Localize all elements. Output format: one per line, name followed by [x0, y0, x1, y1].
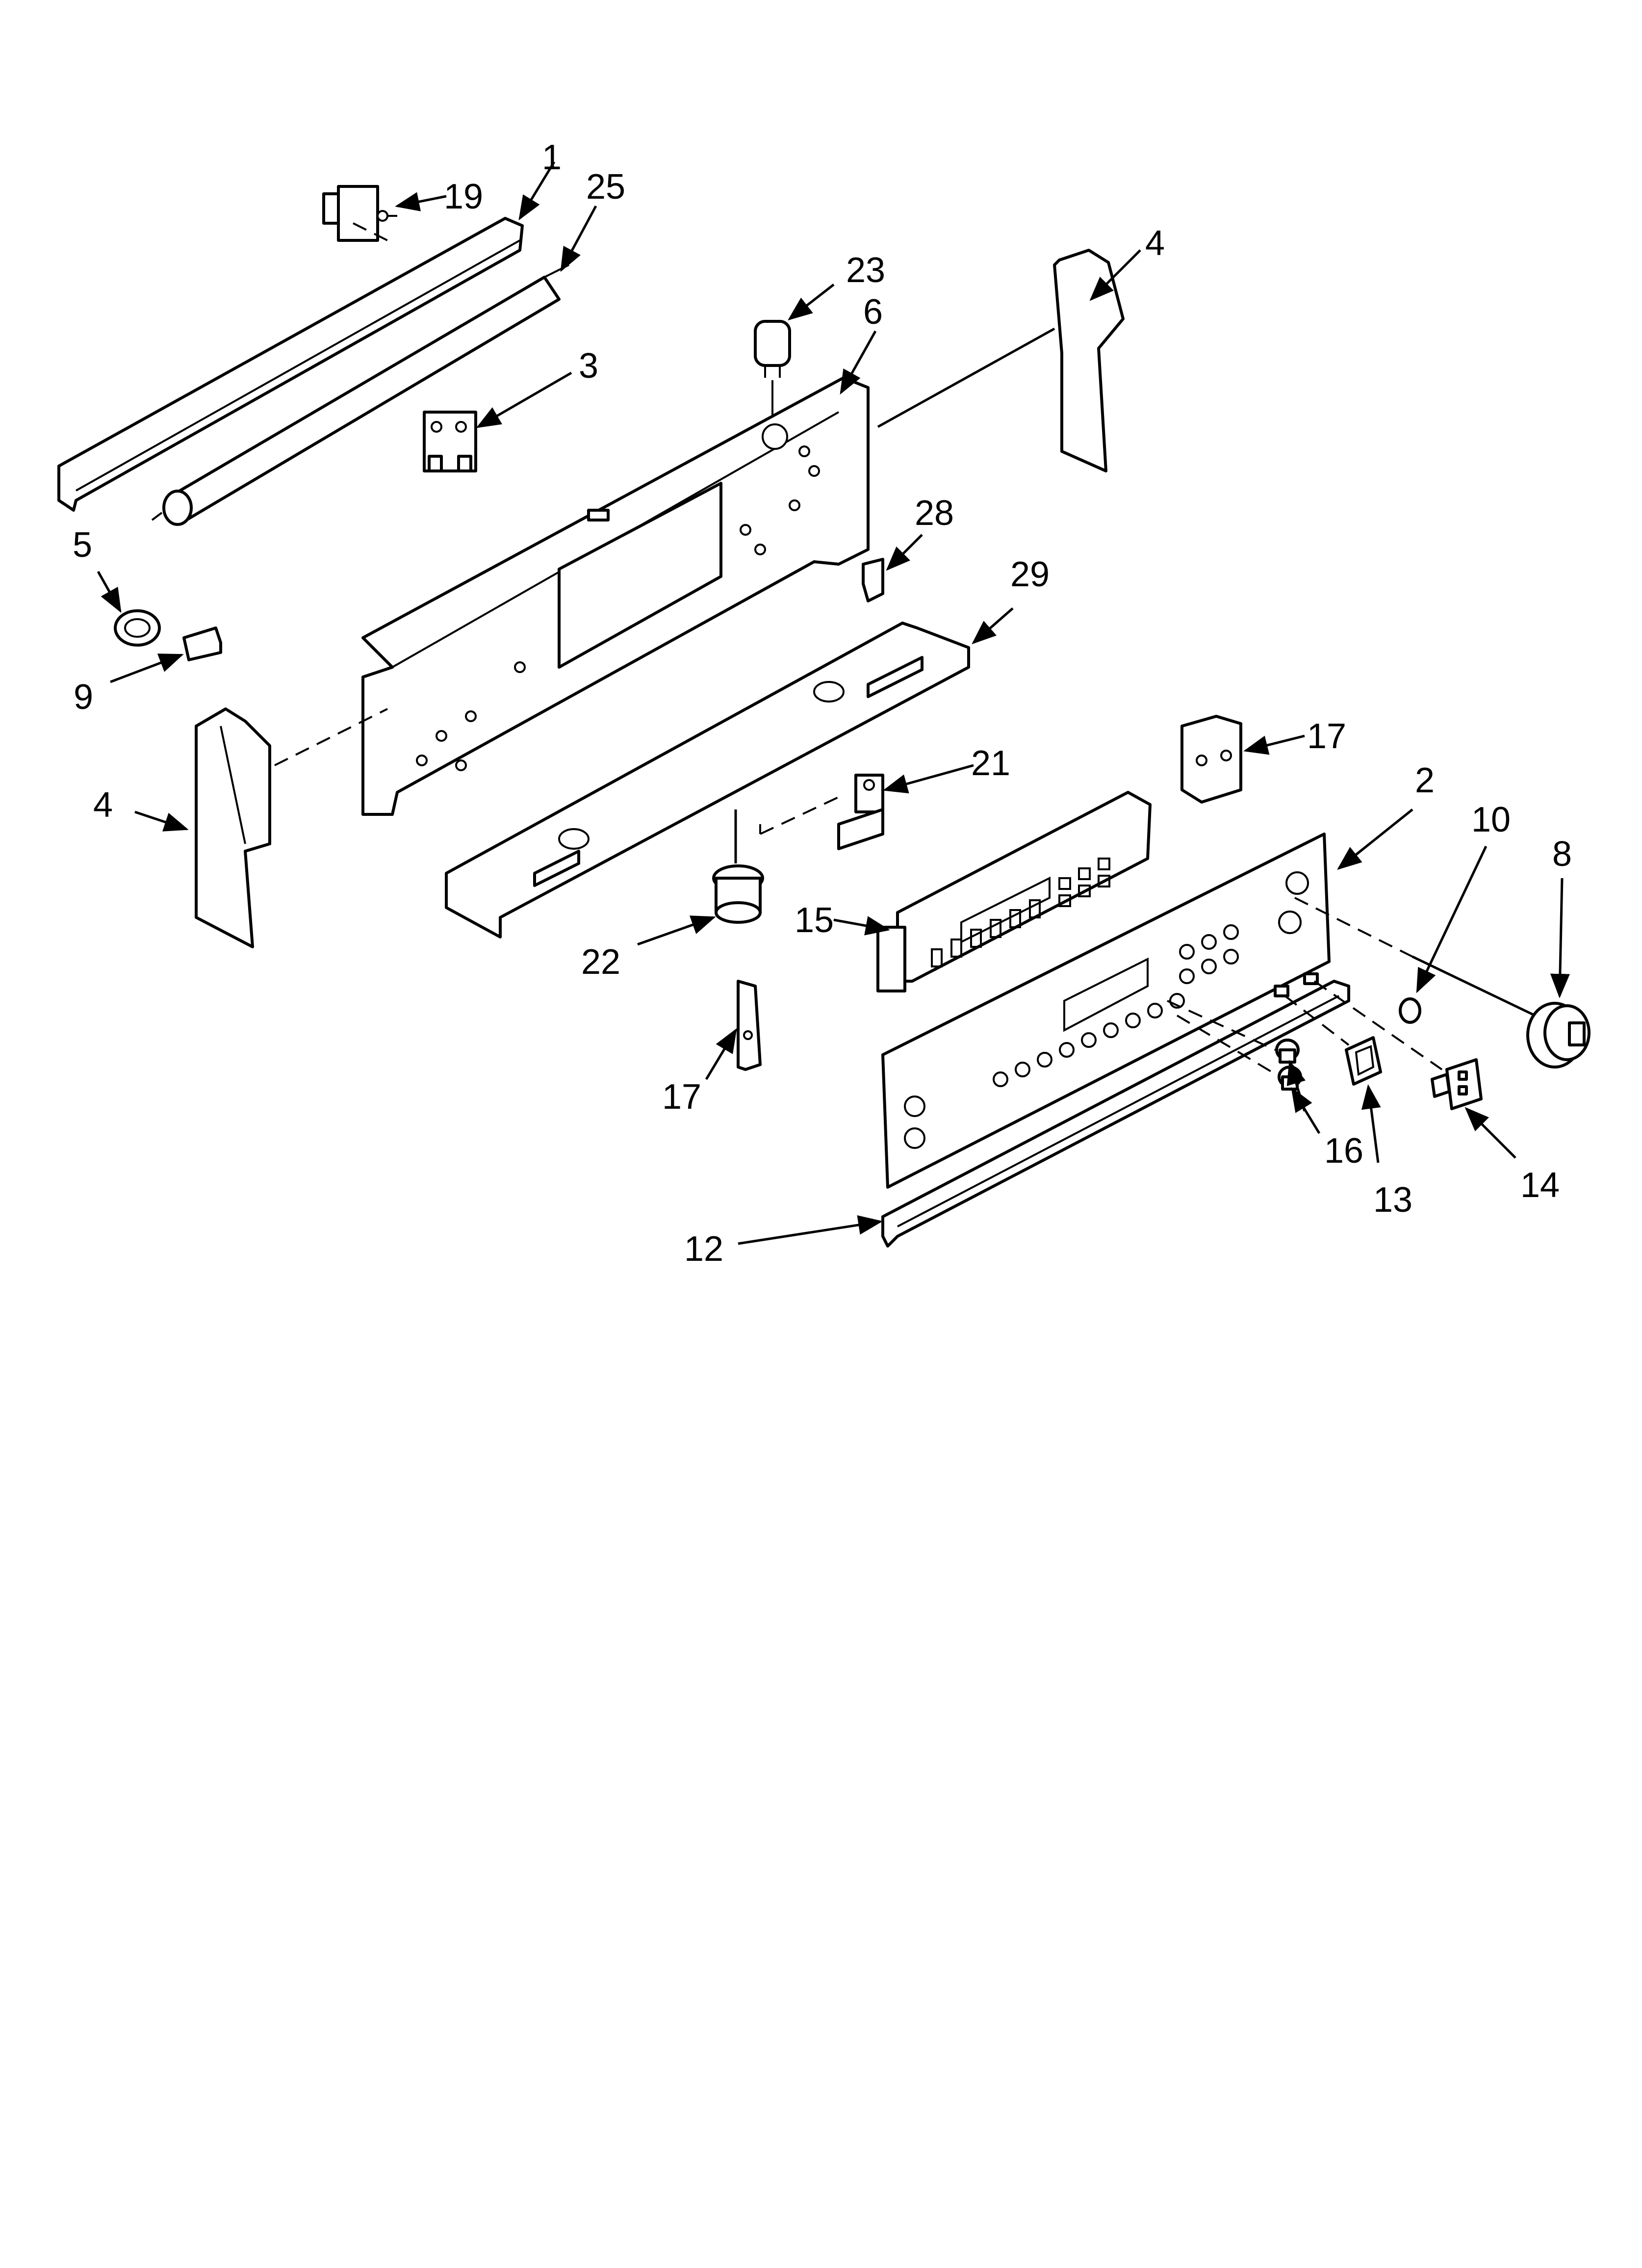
part-label-17a: 17 — [1307, 717, 1346, 756]
bottom-trim-part — [881, 980, 1350, 1248]
small-clip-part — [182, 626, 222, 661]
part-label-16: 16 — [1324, 1131, 1363, 1171]
part-label-8: 8 — [1552, 834, 1572, 874]
fluorescent-tube-part — [151, 264, 569, 526]
part-label-2: 2 — [1415, 761, 1435, 800]
mounting-bracket-part — [361, 376, 870, 816]
knob-part — [1526, 1002, 1591, 1069]
part-label-3: 3 — [579, 346, 598, 386]
part-labels: 1 2 3 4 4 5 6 8 9 10 12 13 14 15 16 17 1… — [73, 138, 1572, 1269]
part-label-29: 29 — [1010, 555, 1050, 594]
capacitor-part — [754, 320, 791, 432]
end-cap-left-part — [195, 707, 271, 948]
part-label-4b: 4 — [93, 785, 113, 825]
bracket-part — [837, 774, 884, 850]
part-label-4a: 4 — [1145, 224, 1165, 263]
part-label-6: 6 — [863, 292, 883, 332]
rocker-switch-part — [1345, 1036, 1382, 1086]
control-board-part — [876, 791, 1152, 992]
leader-arrows — [97, 161, 1570, 1245]
shield-panel-part — [445, 622, 970, 938]
button-parts — [1275, 1039, 1302, 1091]
assembly-lines — [274, 222, 1536, 1078]
part-label-15: 15 — [795, 901, 834, 940]
part-label-12: 12 — [684, 1229, 723, 1269]
control-panel-part — [881, 833, 1331, 1189]
part-label-9: 9 — [74, 678, 93, 717]
part-label-22: 22 — [581, 942, 620, 982]
part-label-17b: 17 — [662, 1077, 701, 1117]
part-label-10: 10 — [1471, 800, 1511, 839]
part-label-5: 5 — [73, 525, 92, 565]
terminal-block-part — [423, 411, 477, 472]
part-label-13: 13 — [1373, 1180, 1412, 1220]
part-label-14: 14 — [1520, 1166, 1560, 1205]
part-label-21: 21 — [971, 744, 1010, 783]
spring-ring-part — [114, 609, 161, 647]
bracket-lower-part — [737, 980, 762, 1071]
trim-strip-part — [57, 217, 524, 512]
grommet-part — [712, 864, 764, 924]
part-label-23: 23 — [846, 251, 885, 290]
indicator-lens-part — [1399, 997, 1421, 1024]
part-label-1: 1 — [542, 138, 562, 177]
part-label-25: 25 — [586, 167, 625, 207]
end-cap-right-part — [1053, 249, 1125, 472]
part-label-28: 28 — [915, 494, 954, 533]
bracket-upper-part — [1180, 715, 1242, 804]
part-label-19: 19 — [444, 177, 483, 216]
connector-part — [1431, 1058, 1483, 1110]
clip-part — [862, 558, 884, 602]
switch-part — [322, 185, 397, 242]
